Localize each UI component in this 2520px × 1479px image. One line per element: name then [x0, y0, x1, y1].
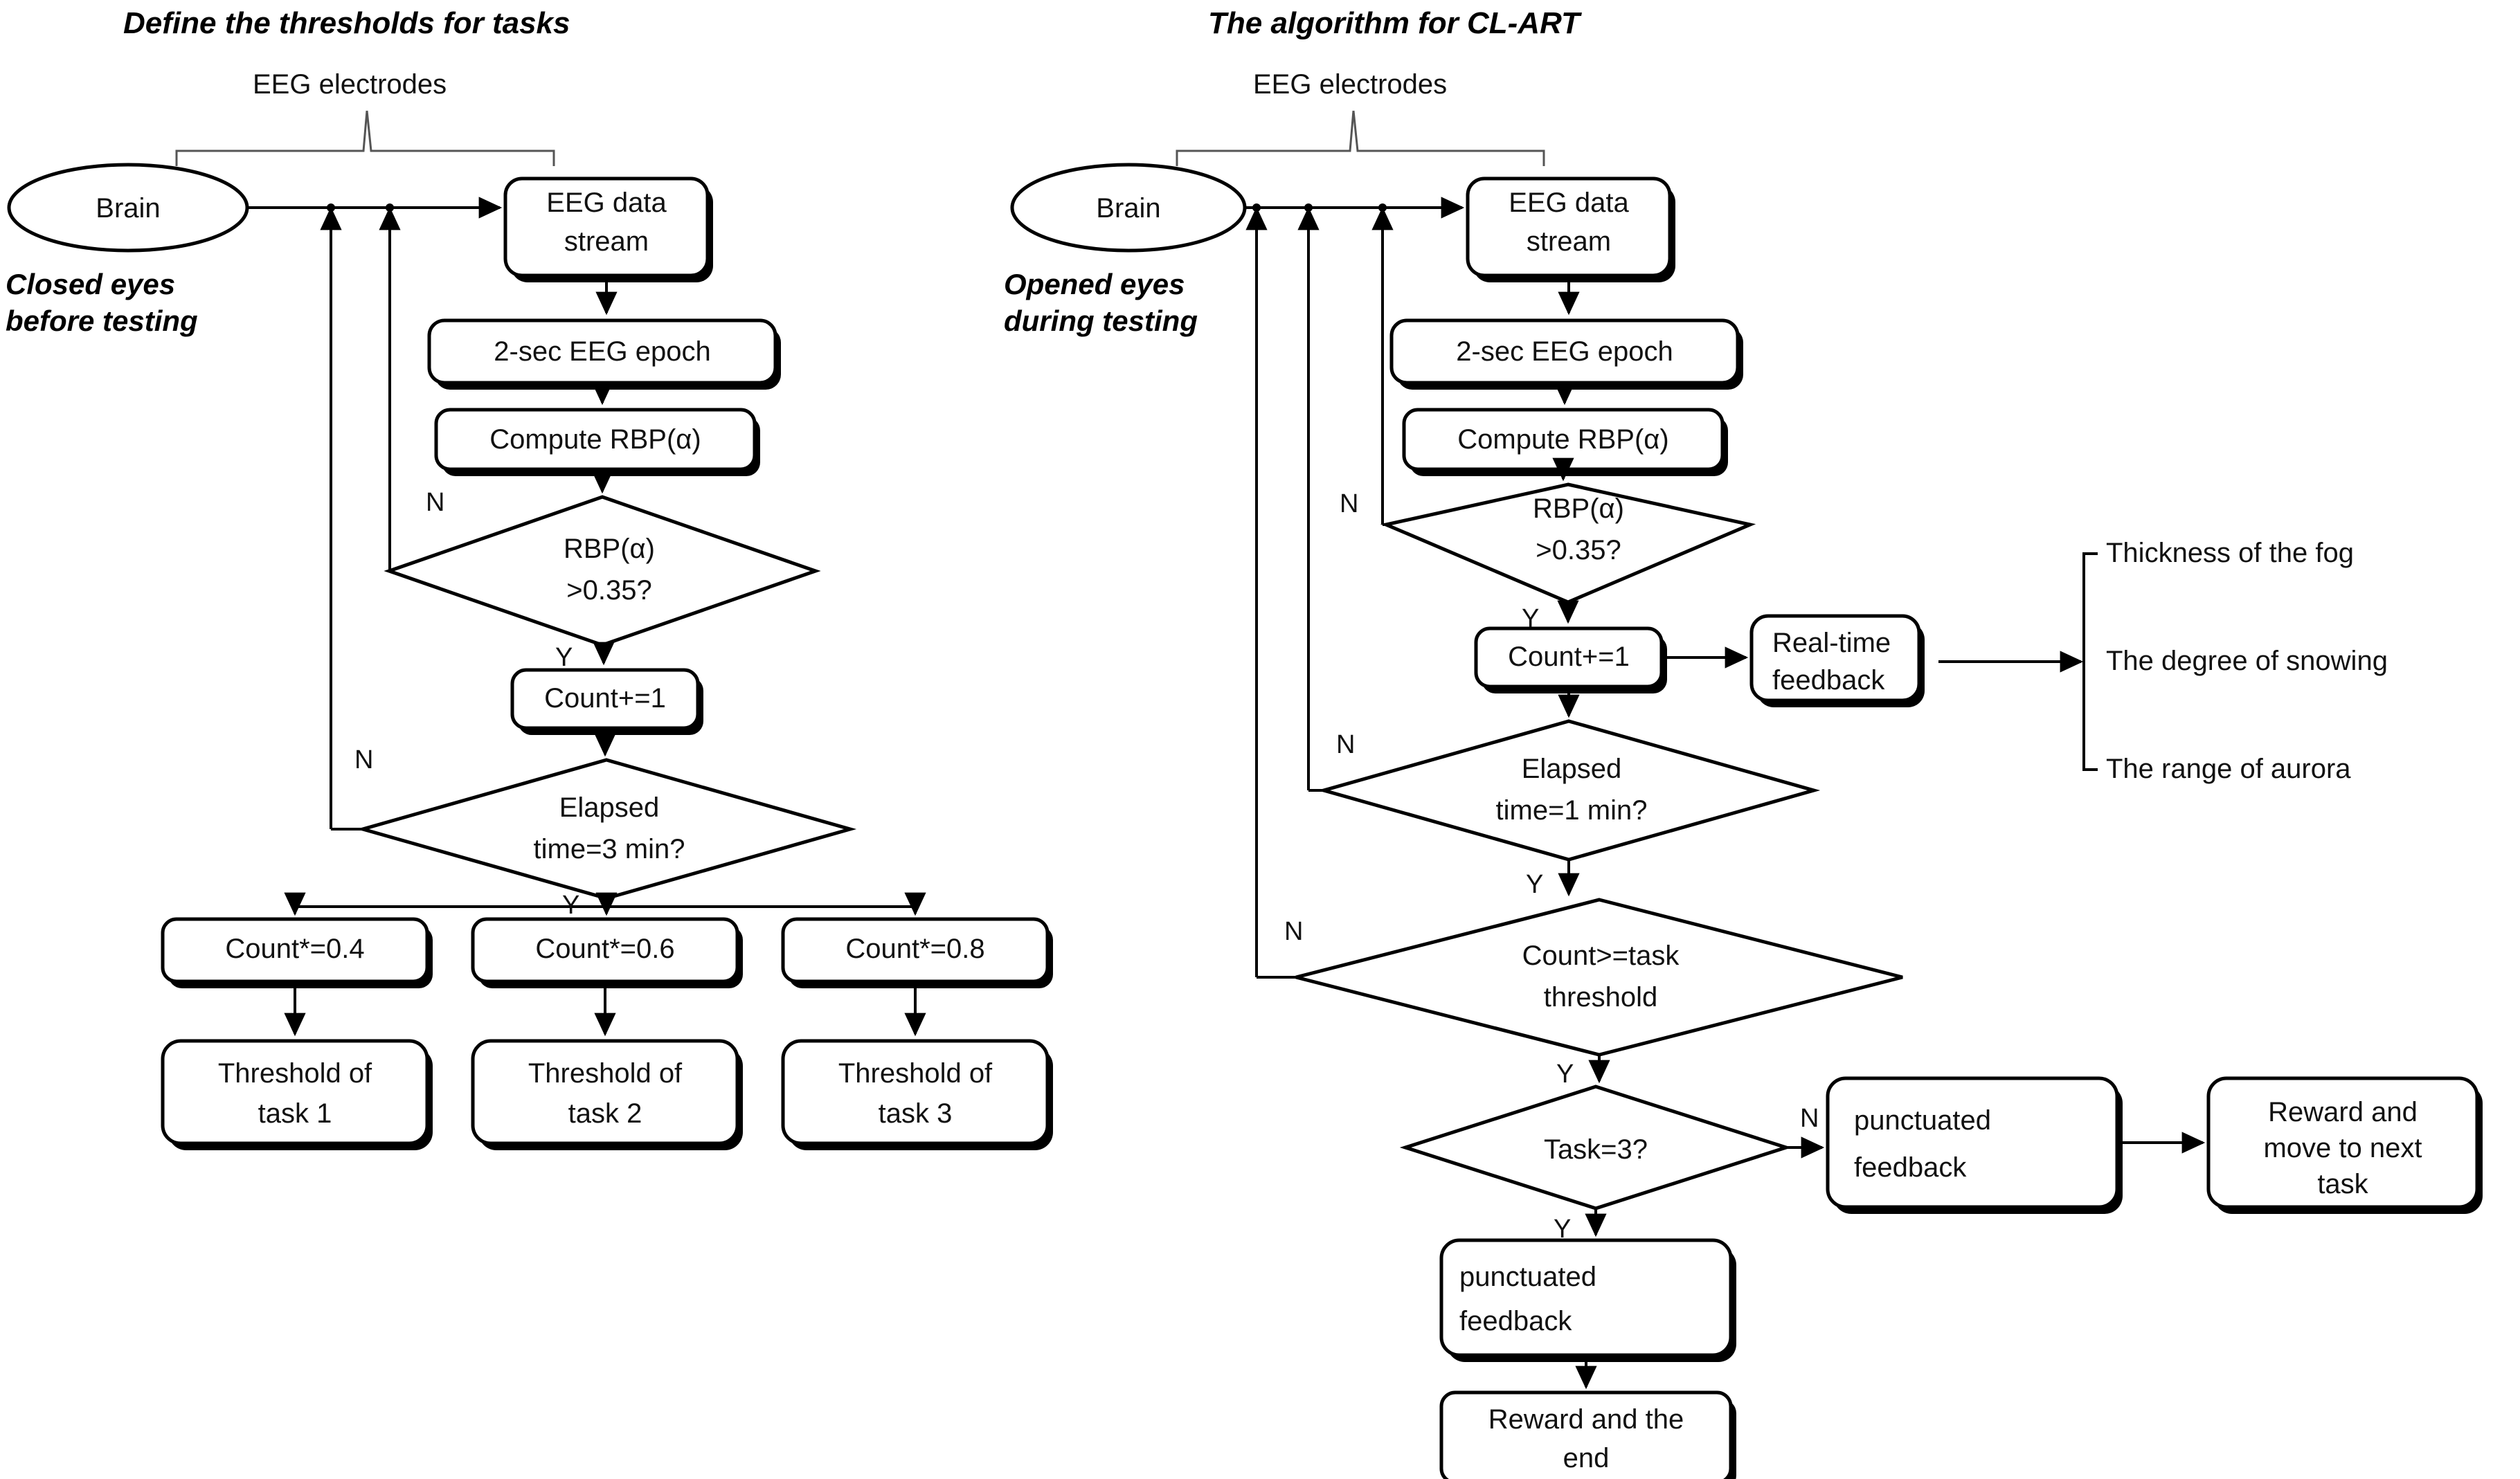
right-count-no-label: N: [1284, 917, 1303, 946]
left-threshold-3-line2: task 3: [879, 1098, 953, 1129]
reward-end-node: Reward and the end: [1439, 1390, 1736, 1479]
left-title: Define the thresholds for tasks: [123, 6, 570, 40]
right-elapsed-yes-label: Y: [1526, 870, 1543, 899]
punctuated-n-line2: feedback: [1854, 1152, 1967, 1183]
feedback-list-bracket: [1938, 552, 2098, 771]
right-rbp-yes-label: Y: [1522, 604, 1539, 633]
right-elapsed-line1: Elapsed: [1522, 754, 1622, 784]
right-brain-node: Brain: [1010, 163, 1247, 253]
left-count-mul-1-node: Count*=0.4: [161, 917, 433, 988]
right-count-inc-label: Count+=1: [1508, 642, 1630, 672]
left-threshold-1-line2: task 1: [258, 1098, 332, 1129]
left-condition-note-line2: before testing: [6, 305, 198, 337]
left-count-mul-3-label: Count*=0.8: [845, 934, 984, 964]
left-count-mul-1-label: Count*=0.4: [225, 934, 364, 964]
left-electrodes-label: EEG electrodes: [253, 69, 447, 100]
right-compute-label: Compute RBP(α): [1457, 424, 1668, 455]
right-rbp-decision-line2: >0.35?: [1536, 535, 1621, 565]
right-count-inc-node: Count+=1: [1474, 626, 1667, 693]
left-threshold-2-line1: Threshold of: [528, 1058, 683, 1089]
right-condition-note-line2: during testing: [1004, 305, 1198, 337]
right-task-yes-label: Y: [1554, 1215, 1571, 1244]
left-count-mul-2-node: Count*=0.6: [471, 917, 743, 988]
right-task-no-label: N: [1800, 1104, 1819, 1133]
left-threshold-2-line2: task 2: [568, 1098, 642, 1129]
left-count-inc-label: Count+=1: [544, 683, 666, 714]
left-count-mul-3-node: Count*=0.8: [781, 917, 1053, 988]
feedback-item-0: Thickness of the fog: [2106, 538, 2354, 568]
right-elapsed-decision: Elapsed time=1 min?: [1317, 719, 1821, 862]
left-threshold-1-node: Threshold of task 1: [161, 1039, 433, 1150]
right-title: The algorithm for CL-ART: [1208, 6, 1582, 40]
left-eeg-stream-node: EEG data stream: [503, 176, 713, 282]
right-elapsed-line2: time=1 min?: [1496, 795, 1648, 826]
left-eeg-stream-line2: stream: [564, 226, 649, 257]
left-epoch-label: 2-sec EEG epoch: [494, 336, 711, 367]
realtime-feedback-line2: feedback: [1772, 665, 1885, 696]
left-count-inc-node: Count+=1: [510, 668, 703, 735]
left-elapsed-line2: time=3 min?: [534, 834, 685, 864]
realtime-feedback-node: Real-time feedback: [1749, 614, 1925, 707]
left-rbp-decision-line1: RBP(α): [564, 534, 655, 564]
punctuated-feedback-y-node: punctuated feedback: [1439, 1238, 1736, 1362]
punctuated-y-line2: feedback: [1459, 1306, 1572, 1336]
left-connectors: [247, 197, 926, 1037]
left-threshold-3-line1: Threshold of: [838, 1058, 993, 1089]
reward-next-line3: task: [2317, 1169, 2368, 1199]
punctuated-feedback-n-node: punctuated feedback: [1826, 1076, 2123, 1214]
left-epoch-node: 2-sec EEG epoch: [427, 318, 781, 390]
left-elapsed-yes-label: Y: [562, 891, 579, 920]
right-rbp-no-label: N: [1340, 489, 1358, 518]
right-brain-label: Brain: [1096, 193, 1160, 224]
left-rbp-decision: RBP(α) >0.35?: [384, 495, 821, 647]
right-electrodes-brace: [1176, 110, 1545, 166]
right-count-line2: threshold: [1544, 982, 1658, 1013]
left-rbp-decision-line2: >0.35?: [566, 575, 651, 606]
punctuated-n-line1: punctuated: [1854, 1105, 1991, 1136]
left-brain-label: Brain: [96, 193, 160, 224]
left-threshold-1-line1: Threshold of: [218, 1058, 372, 1089]
left-elapsed-no-label: N: [354, 745, 373, 774]
left-elapsed-decision: Elapsed time=3 min?: [356, 758, 857, 900]
right-rbp-decision-line1: RBP(α): [1533, 493, 1624, 524]
feedback-item-2: The range of aurora: [2106, 754, 2351, 784]
right-count-threshold-decision: Count>=task threshold: [1295, 898, 1903, 1057]
right-rbp-decision: RBP(α) >0.35?: [1380, 482, 1756, 604]
realtime-feedback-line1: Real-time: [1772, 628, 1891, 658]
left-threshold-2-node: Threshold of task 2: [471, 1039, 743, 1150]
left-count-mul-2-label: Count*=0.6: [535, 934, 674, 964]
left-electrodes-brace: [175, 110, 555, 166]
left-compute-label: Compute RBP(α): [489, 424, 701, 455]
right-eeg-stream-line2: stream: [1527, 226, 1611, 257]
feedback-item-1: The degree of snowing: [2106, 646, 2388, 676]
right-eeg-stream-node: EEG data stream: [1466, 176, 1675, 282]
right-connectors: [1245, 197, 2206, 1390]
reward-next-line2: move to next: [2263, 1133, 2422, 1163]
right-eeg-stream-line1: EEG data: [1509, 188, 1629, 218]
left-compute-node: Compute RBP(α): [434, 408, 760, 476]
left-elapsed-line1: Elapsed: [559, 792, 660, 823]
right-compute-node: Compute RBP(α): [1402, 408, 1728, 476]
right-task-label: Task=3?: [1544, 1134, 1648, 1165]
reward-end-line2: end: [1563, 1443, 1610, 1473]
right-elapsed-no-label: N: [1336, 730, 1355, 759]
left-rbp-yes-label: Y: [555, 643, 573, 672]
left-rbp-no-label: N: [426, 488, 444, 517]
right-count-yes-label: Y: [1556, 1060, 1574, 1089]
reward-end-line1: Reward and the: [1488, 1404, 1684, 1435]
reward-next-task-node: Reward and move to next task: [2206, 1076, 2483, 1214]
right-count-line1: Count>=task: [1522, 941, 1680, 971]
left-threshold-3-node: Threshold of task 3: [781, 1039, 1053, 1150]
reward-next-line1: Reward and: [2268, 1097, 2418, 1127]
right-epoch-label: 2-sec EEG epoch: [1456, 336, 1673, 367]
left-condition-note-line1: Closed eyes: [6, 268, 175, 300]
right-epoch-node: 2-sec EEG epoch: [1389, 318, 1743, 390]
right-condition-note-line1: Opened eyes: [1004, 268, 1185, 300]
right-task-decision: Task=3?: [1399, 1085, 1792, 1210]
left-eeg-stream-line1: EEG data: [546, 188, 667, 218]
right-electrodes-label: EEG electrodes: [1253, 69, 1447, 100]
punctuated-y-line1: punctuated: [1459, 1262, 1596, 1292]
left-brain-node: Brain: [7, 163, 249, 253]
